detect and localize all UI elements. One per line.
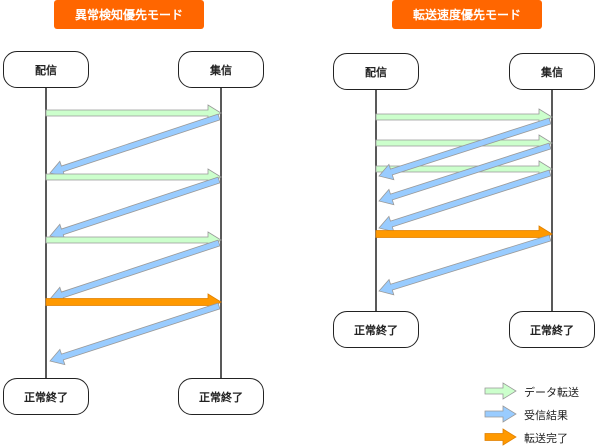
- legend-data-label: データ転送: [524, 386, 579, 399]
- legend-ack-label: 受信結果: [524, 409, 568, 422]
- left-done-arrow: [45, 293, 222, 311]
- right-receiver-box: 集信: [509, 53, 595, 90]
- right-ack-arrow: [378, 117, 552, 181]
- left-sender-box: 配信: [3, 51, 89, 88]
- right-ack-arrow: [378, 142, 552, 206]
- left-data-arrow: [45, 231, 222, 249]
- left-ack-arrow: [49, 113, 221, 178]
- legend-done-label: 転送完了: [524, 432, 568, 445]
- legend-data-arrow-icon: [484, 382, 517, 400]
- right-ack-arrow: [378, 169, 552, 233]
- left-sender-end-box: 正常終了: [3, 378, 89, 415]
- right-sender-end-box: 正常終了: [333, 311, 419, 348]
- left-mode-title: 異常検知優先モード: [54, 0, 204, 29]
- left-receiver-box: 集信: [178, 51, 264, 88]
- left-ack-arrow: [49, 239, 221, 304]
- right-receiver-end-box: 正常終了: [509, 311, 595, 348]
- legend-ack-arrow-icon: [484, 405, 517, 423]
- right-mode-title: 転送速度優先モード: [392, 0, 542, 29]
- right-ack-arrow: [378, 234, 552, 296]
- left-receiver-end-box: 正常終了: [178, 378, 264, 415]
- right-done-arrow: [375, 225, 553, 243]
- left-ack-arrow: [49, 176, 221, 241]
- right-data-arrow: [375, 108, 553, 126]
- legend-done-arrow-icon: [484, 428, 517, 446]
- right-sender-box: 配信: [333, 53, 419, 90]
- left-data-arrow: [45, 104, 222, 122]
- left-ack-arrow: [49, 302, 221, 366]
- left-data-arrow: [45, 168, 222, 186]
